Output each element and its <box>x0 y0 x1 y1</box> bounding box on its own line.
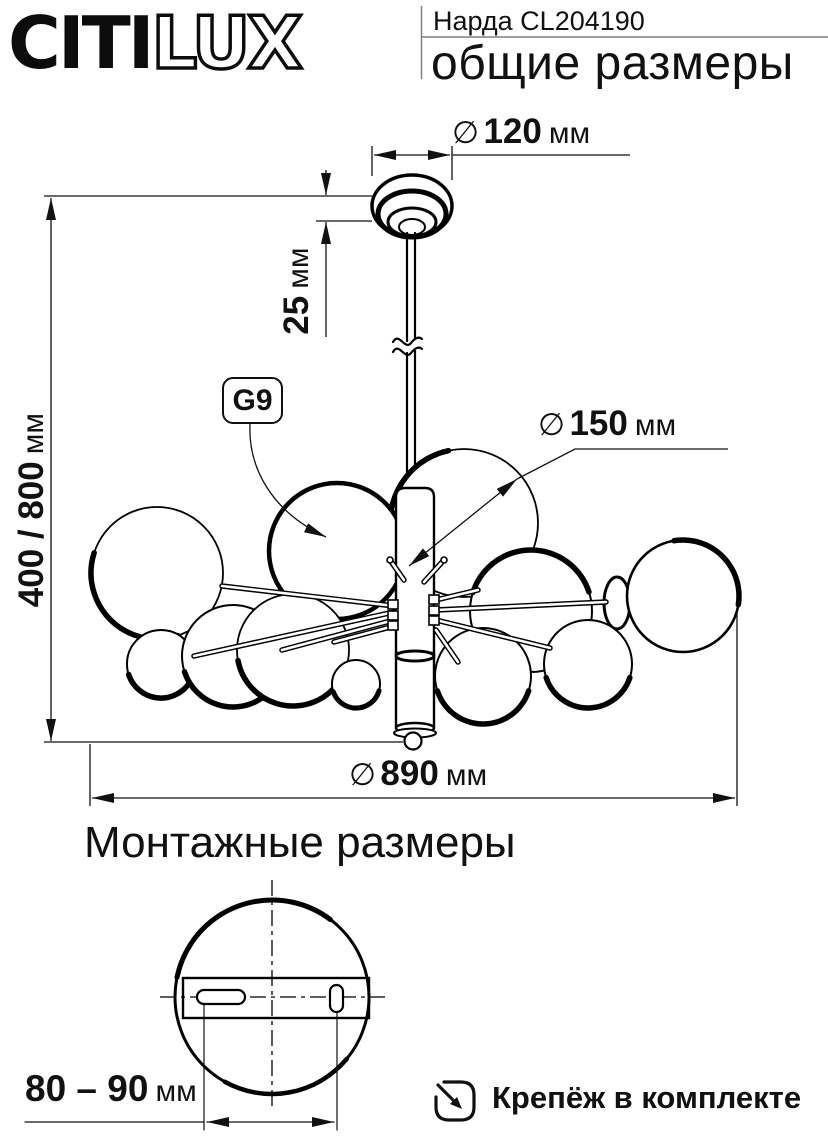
mounting-slot-horizontal <box>195 988 247 1006</box>
dim-canopy-drop: 25мм <box>276 247 316 335</box>
central-hub <box>394 486 436 655</box>
fasteners-note: Крепёж в комплекте <box>492 1080 802 1115</box>
logo-citi: CITI <box>8 1 155 85</box>
ceiling-canopy <box>370 173 454 240</box>
citilux-logo: CITILUX <box>8 0 305 87</box>
diameter-symbol: ∅ <box>538 407 566 442</box>
glass-globes-front <box>88 504 534 727</box>
mounting-slot-vertical <box>328 983 345 1014</box>
lower-cylinder <box>393 649 437 751</box>
mounting-plate-drawing <box>24 880 385 1131</box>
model-number: Нарда CL204190 <box>433 6 645 36</box>
suspension-rod <box>391 231 424 491</box>
header-divider <box>420 6 828 79</box>
page-title: общие размеры <box>431 37 794 90</box>
finial-ball <box>403 731 423 751</box>
arm-connectors <box>386 556 448 631</box>
chandelier-drawing <box>88 173 742 751</box>
dim-hang-height: 400 / 800мм <box>11 413 51 608</box>
globe-arms <box>191 556 609 665</box>
diameter-symbol: ∅ <box>348 757 376 792</box>
fasteners-included-icon <box>434 1080 476 1122</box>
logo-lux: LUX <box>150 0 305 87</box>
socket-type-badge: G9 <box>222 377 283 424</box>
diameter-symbol: ∅ <box>452 115 480 150</box>
mounting-bracket <box>181 976 371 1020</box>
dimension-lines <box>44 146 738 806</box>
mounting-section-title: Монтажные размеры <box>84 818 516 867</box>
g9-leader-arrow <box>249 423 327 538</box>
